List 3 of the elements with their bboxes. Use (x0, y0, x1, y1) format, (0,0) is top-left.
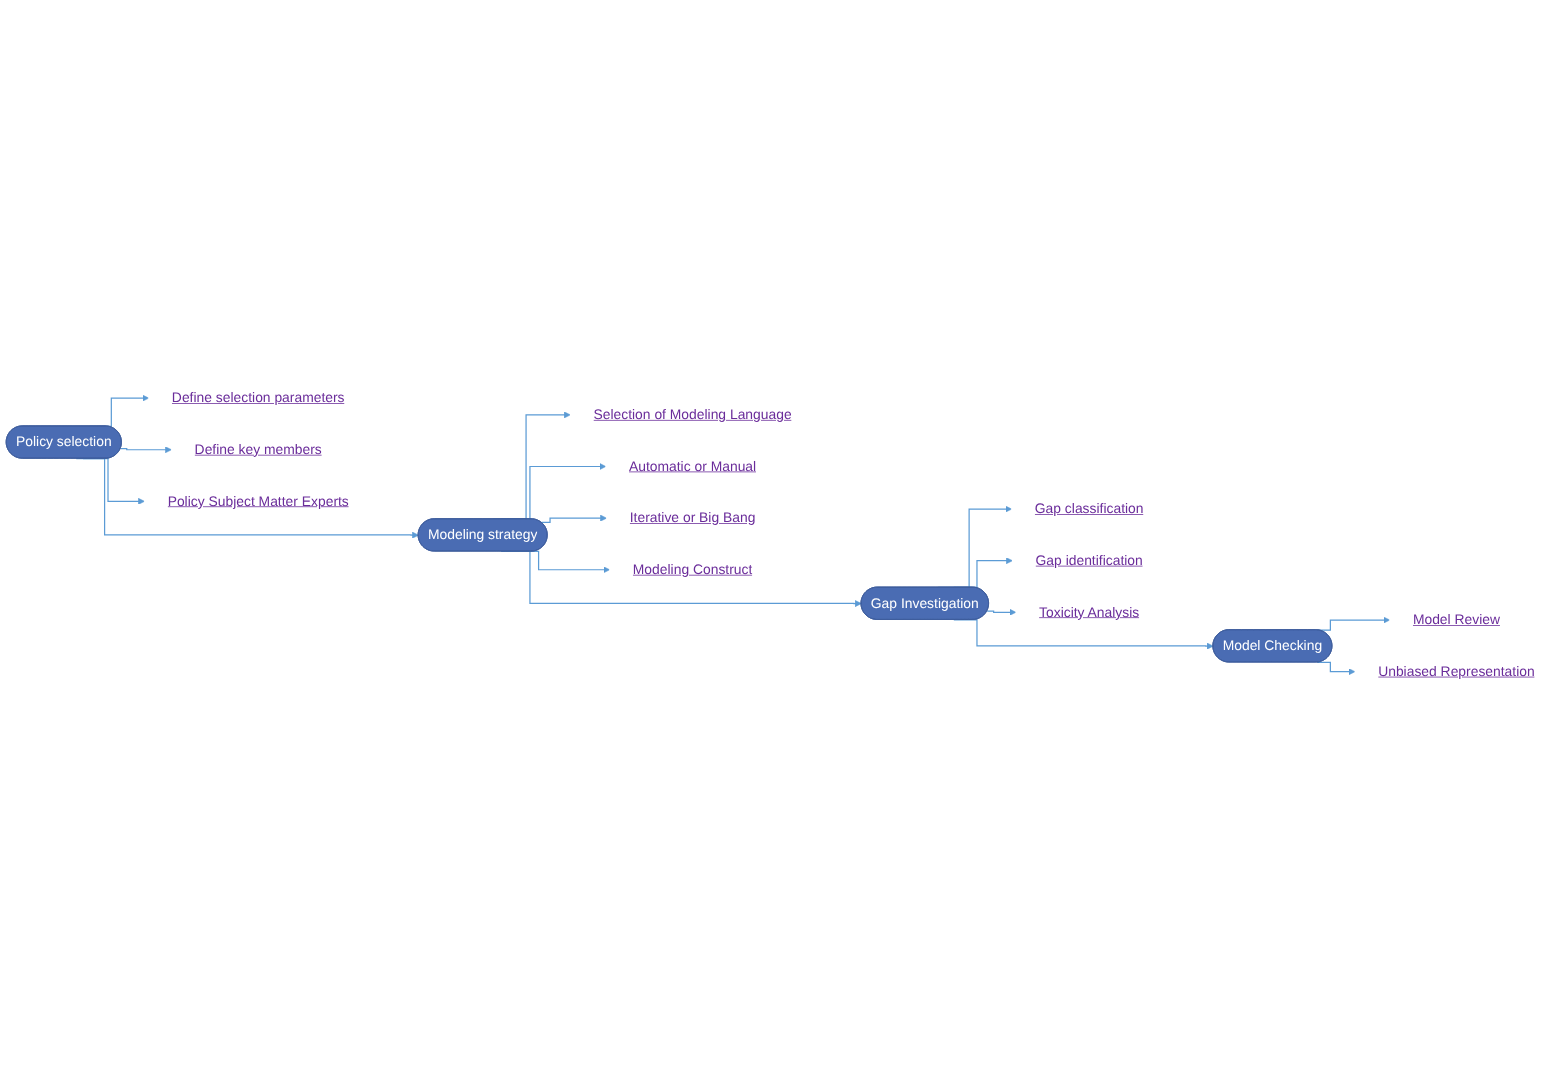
arrow (540, 514, 607, 524)
arrow (986, 609, 1017, 616)
arrow (119, 446, 172, 454)
